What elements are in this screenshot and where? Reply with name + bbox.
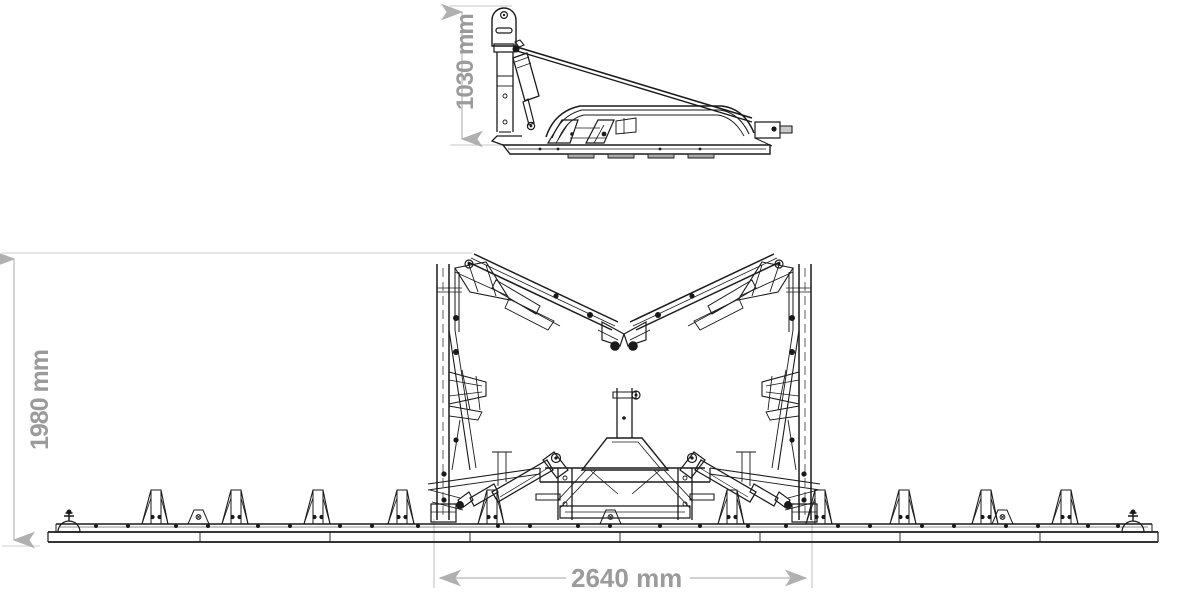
side-view-rear-hitch xyxy=(754,121,793,147)
front-view-left-fold-cylinder xyxy=(429,451,569,511)
front-view-bar-fasteners xyxy=(94,524,1120,528)
side-view-lift-head xyxy=(491,7,517,53)
side-view-mast xyxy=(496,52,514,133)
dimension-layer xyxy=(0,3,813,588)
front-view-centre-hitch xyxy=(580,388,670,471)
front-view-right-fold-tower xyxy=(761,264,818,523)
front-view-geometry xyxy=(47,253,1159,543)
front-view-left-fold-tower xyxy=(430,264,487,523)
front-view-tool-brackets xyxy=(57,489,1145,533)
front-view-right-fold-cylinder xyxy=(679,451,819,511)
side-view-hydraulic-cylinder xyxy=(512,39,540,131)
front-view-main-beam xyxy=(427,467,821,491)
dimension-label-1980: 1980 mm xyxy=(26,349,54,450)
front-view-right-wing-arm xyxy=(623,253,794,351)
side-view-geometry xyxy=(490,7,793,159)
side-view-stay-bar xyxy=(512,45,753,123)
side-view-base-plate xyxy=(490,135,771,159)
dimension-label-2640: 2640 mm xyxy=(571,563,683,592)
front-view-left-wing-arm xyxy=(454,253,625,351)
front-view-tool-bar xyxy=(47,523,1159,543)
dimension-label-1030: 1030 mm xyxy=(452,14,479,110)
front-view-centre-subframe xyxy=(535,468,715,520)
side-view-inner-brackets xyxy=(546,117,637,144)
